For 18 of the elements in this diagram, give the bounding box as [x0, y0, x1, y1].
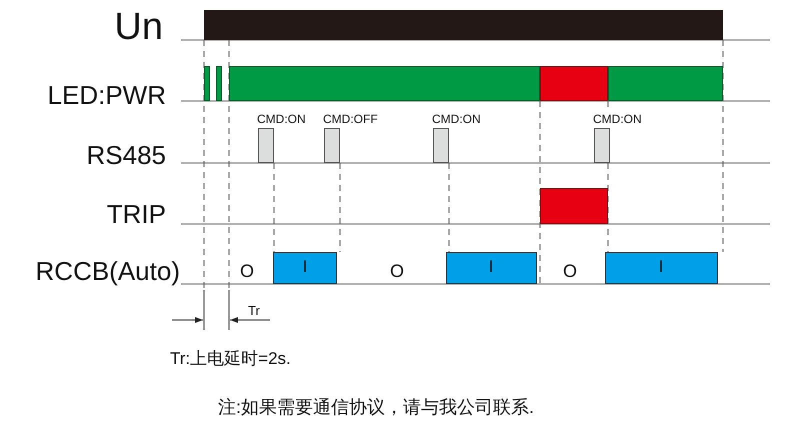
command-label: CMD:ON: [593, 113, 642, 125]
state-label: O: [240, 262, 254, 280]
note-text: Tr:上电延时=2s.: [170, 350, 291, 367]
signal-name: TRIP: [106, 201, 166, 227]
command-label: CMD:ON: [432, 113, 481, 125]
state-label: I: [488, 258, 494, 275]
state-label: I: [658, 258, 664, 275]
signal-name: RS485: [86, 142, 166, 168]
dimension-label: Tr: [248, 304, 260, 317]
command-label: CMD:OFF: [323, 113, 378, 125]
command-label: CMD:ON: [257, 113, 306, 125]
note-text: 注:如果需要通信协议，请与我公司联系.: [218, 398, 534, 416]
signal-name: RCCB(Auto): [36, 258, 180, 284]
state-label: O: [390, 262, 404, 280]
signal-name: Un: [114, 8, 163, 46]
state-label: O: [563, 262, 578, 280]
state-label: I: [302, 258, 308, 275]
signal-name: LED:PWR: [48, 82, 166, 108]
